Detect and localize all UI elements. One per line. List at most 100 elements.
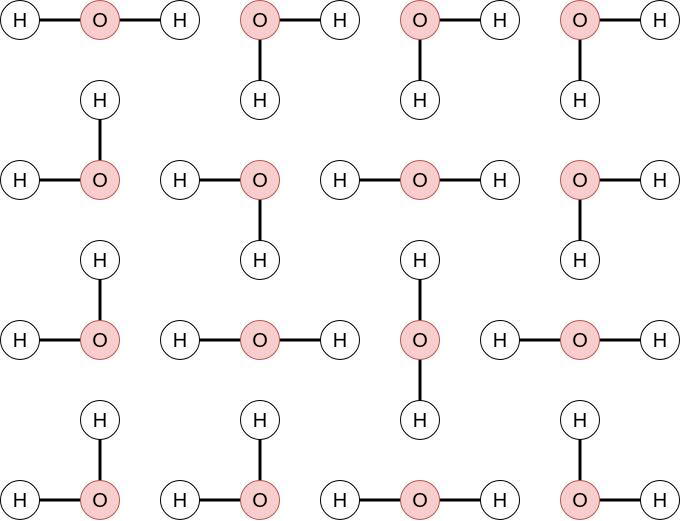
- hydrogen-atom-down: H: [560, 80, 600, 120]
- hydrogen-atom-circle: [240, 80, 280, 120]
- oxygen-atom-label: O: [252, 170, 268, 192]
- oxygen-atom-circle: [560, 0, 600, 40]
- oxygen-atom-label: O: [92, 330, 108, 352]
- hydrogen-atom-down: H: [560, 240, 600, 280]
- hydrogen-atom-circle: [240, 400, 280, 440]
- oxygen-atom-r0c1: O: [240, 0, 280, 40]
- oxygen-atom-r1c0: O: [80, 160, 120, 200]
- oxygen-atom-r1c2: O: [400, 160, 440, 200]
- oxygen-atom-r2c3: O: [560, 320, 600, 360]
- hydrogen-atom-label: H: [93, 90, 107, 112]
- hydrogen-atom-label: H: [253, 410, 267, 432]
- oxygen-atom-circle: [240, 320, 280, 360]
- hydrogen-atom-label: H: [573, 250, 587, 272]
- hydrogen-atom-right: H: [480, 160, 520, 200]
- hydrogen-atom-label: H: [253, 250, 267, 272]
- hydrogen-atom-label: H: [173, 330, 187, 352]
- hydrogen-atom-label: H: [173, 10, 187, 32]
- hydrogen-atom-circle: [320, 0, 360, 40]
- hydrogen-atom-right: H: [160, 0, 200, 40]
- hydrogen-atom-left: H: [480, 320, 520, 360]
- hydrogen-atom-up: H: [400, 240, 440, 280]
- oxygen-atom-label: O: [412, 10, 428, 32]
- oxygen-atom-circle: [80, 320, 120, 360]
- hydrogen-atom-circle: [640, 0, 680, 40]
- hydrogen-atom-circle: [80, 400, 120, 440]
- hydrogen-atom-down: H: [240, 240, 280, 280]
- hydrogen-atom-up: H: [80, 400, 120, 440]
- hydrogen-atom-label: H: [13, 330, 27, 352]
- oxygen-atom-circle: [240, 160, 280, 200]
- hydrogen-atom-circle: [640, 320, 680, 360]
- hydrogen-atom-label: H: [333, 330, 347, 352]
- hydrogen-atom-right: H: [480, 0, 520, 40]
- oxygen-atom-label: O: [252, 330, 268, 352]
- oxygen-atom-label: O: [252, 10, 268, 32]
- hydrogen-atom-right: H: [320, 320, 360, 360]
- hydrogen-atom-label: H: [93, 410, 107, 432]
- oxygen-atom-circle: [400, 480, 440, 520]
- hydrogen-atom-label: H: [493, 10, 507, 32]
- hydrogen-atom-circle: [160, 0, 200, 40]
- hydrogen-atom-circle: [80, 240, 120, 280]
- hydrogen-atom-circle: [480, 160, 520, 200]
- hydrogen-atom-label: H: [253, 90, 267, 112]
- oxygen-atom-label: O: [572, 490, 588, 512]
- hydrogen-atom-circle: [320, 480, 360, 520]
- hydrogen-atom-circle: [400, 80, 440, 120]
- hydrogen-atom-circle: [560, 240, 600, 280]
- hydrogen-atom-circle: [0, 320, 40, 360]
- oxygen-atom-label: O: [92, 490, 108, 512]
- hydrogen-atom-label: H: [13, 170, 27, 192]
- hydrogen-atom-circle: [160, 320, 200, 360]
- oxygen-atom-r1c1: O: [240, 160, 280, 200]
- oxygen-atom-label: O: [412, 330, 428, 352]
- oxygen-atom-label: O: [412, 170, 428, 192]
- hydrogen-atom-down: H: [240, 80, 280, 120]
- hydrogen-atom-right: H: [320, 0, 360, 40]
- hydrogen-atom-label: H: [13, 10, 27, 32]
- oxygen-atom-circle: [400, 0, 440, 40]
- hydrogen-atom-right: H: [640, 480, 680, 520]
- hydrogen-atom-left: H: [320, 480, 360, 520]
- hydrogen-atom-left: H: [160, 160, 200, 200]
- hydrogen-atom-label: H: [493, 490, 507, 512]
- hydrogen-atom-circle: [80, 80, 120, 120]
- hydrogen-atom-circle: [400, 240, 440, 280]
- oxygen-atom-label: O: [412, 490, 428, 512]
- hydrogen-atom-down: H: [400, 80, 440, 120]
- hydrogen-atom-left: H: [320, 160, 360, 200]
- hydrogen-atom-circle: [0, 480, 40, 520]
- oxygen-atom-r0c2: O: [400, 0, 440, 40]
- hydrogen-atom-left: H: [0, 0, 40, 40]
- oxygen-atom-circle: [400, 160, 440, 200]
- hydrogen-atom-down: H: [400, 400, 440, 440]
- oxygen-atom-r3c3: O: [560, 480, 600, 520]
- hydrogen-atom-label: H: [653, 10, 667, 32]
- hydrogen-atom-label: H: [493, 170, 507, 192]
- hydrogen-atom-right: H: [640, 320, 680, 360]
- hydrogen-atom-circle: [0, 0, 40, 40]
- oxygen-atom-label: O: [92, 170, 108, 192]
- hydrogen-atom-circle: [160, 480, 200, 520]
- hydrogen-atom-label: H: [573, 410, 587, 432]
- oxygen-atom-r2c2: O: [400, 320, 440, 360]
- oxygen-atom-label: O: [572, 170, 588, 192]
- hydrogen-atom-circle: [560, 400, 600, 440]
- oxygen-atom-circle: [80, 480, 120, 520]
- hydrogen-atom-up: H: [560, 400, 600, 440]
- hydrogen-atom-left: H: [160, 320, 200, 360]
- oxygen-atom-circle: [240, 480, 280, 520]
- hydrogen-atom-label: H: [413, 410, 427, 432]
- oxygen-atom-label: O: [572, 330, 588, 352]
- oxygen-atom-r0c0: O: [80, 0, 120, 40]
- hydrogen-atom-label: H: [413, 90, 427, 112]
- oxygen-atom-r0c3: O: [560, 0, 600, 40]
- hydrogen-atom-circle: [640, 160, 680, 200]
- hydrogen-atom-label: H: [333, 490, 347, 512]
- hydrogen-atom-circle: [480, 0, 520, 40]
- oxygen-atom-circle: [80, 0, 120, 40]
- hydrogen-atom-label: H: [413, 250, 427, 272]
- hydrogen-atom-left: H: [160, 480, 200, 520]
- hydrogen-atom-right: H: [640, 0, 680, 40]
